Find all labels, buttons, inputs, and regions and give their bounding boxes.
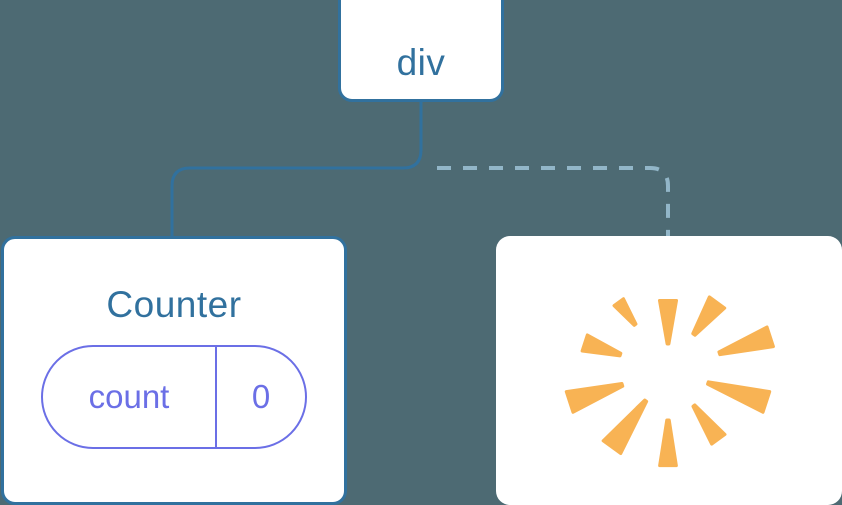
state-pill-divider (215, 347, 217, 447)
spinner-blade (658, 418, 678, 468)
spinner-blade (657, 299, 679, 346)
spinner-blade (580, 333, 623, 358)
state-pill-value: 0 (251, 378, 271, 415)
node-div-label: div (396, 42, 446, 83)
node-spinner[interactable] (496, 236, 842, 505)
state-pill-key: count (88, 378, 170, 415)
state-pill-count[interactable]: count 0 (41, 345, 307, 449)
spinner-blade (564, 381, 625, 414)
spinner-blade (691, 403, 727, 446)
burst-spinner-icon (564, 295, 775, 468)
node-counter[interactable]: Counter count 0 (1, 236, 347, 505)
node-counter-label: Counter (106, 284, 242, 325)
spinner-blade (612, 297, 638, 327)
node-div[interactable]: div (338, 0, 504, 102)
spinner-blade (706, 380, 772, 414)
spinner-blade (691, 295, 727, 337)
edge-div-to-counter (170, 101, 423, 236)
edge-div-to-spinner (437, 166, 670, 236)
spinner-blade (601, 398, 649, 456)
spinner-blade (717, 325, 775, 357)
